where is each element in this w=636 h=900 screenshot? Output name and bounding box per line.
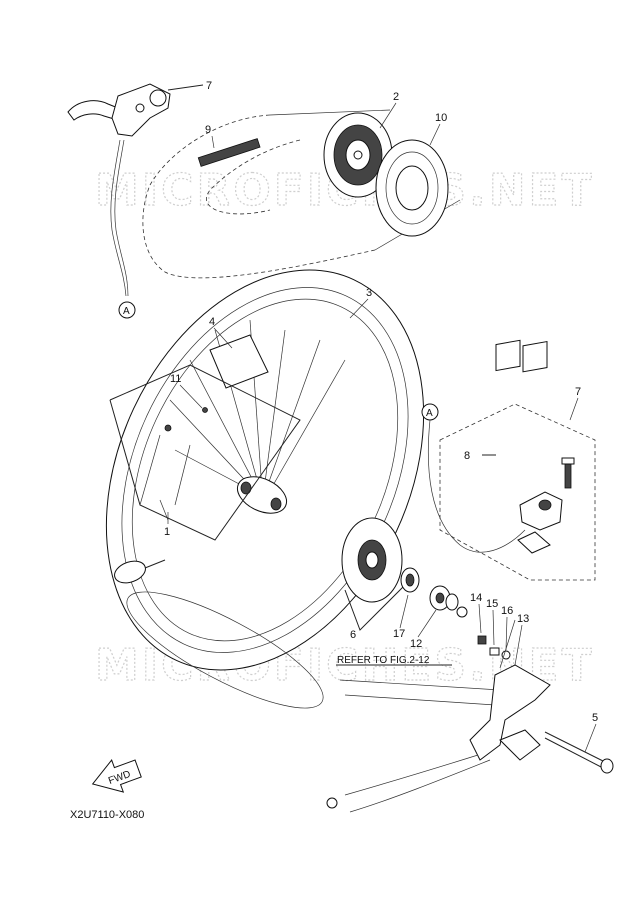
callout-14: 14: [470, 592, 482, 604]
brake-lever: [67, 83, 204, 297]
callout-6: 6: [350, 629, 356, 641]
refer-to-fig-note: REFER TO FIG.2-12: [337, 655, 430, 666]
callout-5: 5: [592, 712, 598, 724]
callout-11: 11: [170, 373, 181, 385]
callout-17: 17: [393, 628, 405, 640]
bearing-17: [400, 567, 420, 593]
callout-7-caliper: 7: [575, 386, 581, 398]
brake-disc-10: [375, 139, 449, 237]
callout-2: 2: [393, 91, 399, 103]
callout-4: 4: [209, 316, 215, 328]
callout-10: 10: [435, 112, 447, 124]
callout-8: 8: [464, 450, 470, 462]
rim-tape-4: [209, 334, 269, 389]
callout-3: 3: [366, 287, 372, 299]
collar-12: [429, 585, 459, 611]
callout-9: 9: [205, 124, 211, 136]
connector-a-top: A: [118, 301, 136, 319]
sprocket-2: [323, 112, 393, 198]
diagram-code: X2U7110-X080: [70, 809, 144, 821]
spoke-bracket-1: [109, 364, 301, 541]
callout-13: 13: [517, 613, 529, 625]
svg-text:A: A: [123, 306, 130, 317]
connector-a-right: A: [421, 403, 526, 553]
caliper-assembly-7: [439, 339, 596, 581]
callout-1: 1: [164, 526, 170, 538]
inner-tube: [114, 559, 324, 709]
callout-7-lever: 7: [206, 80, 212, 92]
svg-text:A: A: [426, 408, 433, 419]
callout-12: 12: [410, 638, 422, 650]
fwd-arrow-icon: FWD: [91, 759, 142, 793]
cable-loop-9: [142, 109, 461, 279]
small-hardware: [456, 606, 516, 669]
callout-15: 15: [486, 598, 498, 610]
hub-rotor-6: [341, 517, 403, 603]
axle-5: [544, 731, 614, 774]
fork-assembly: [326, 664, 551, 813]
callout-16: 16: [501, 605, 513, 617]
